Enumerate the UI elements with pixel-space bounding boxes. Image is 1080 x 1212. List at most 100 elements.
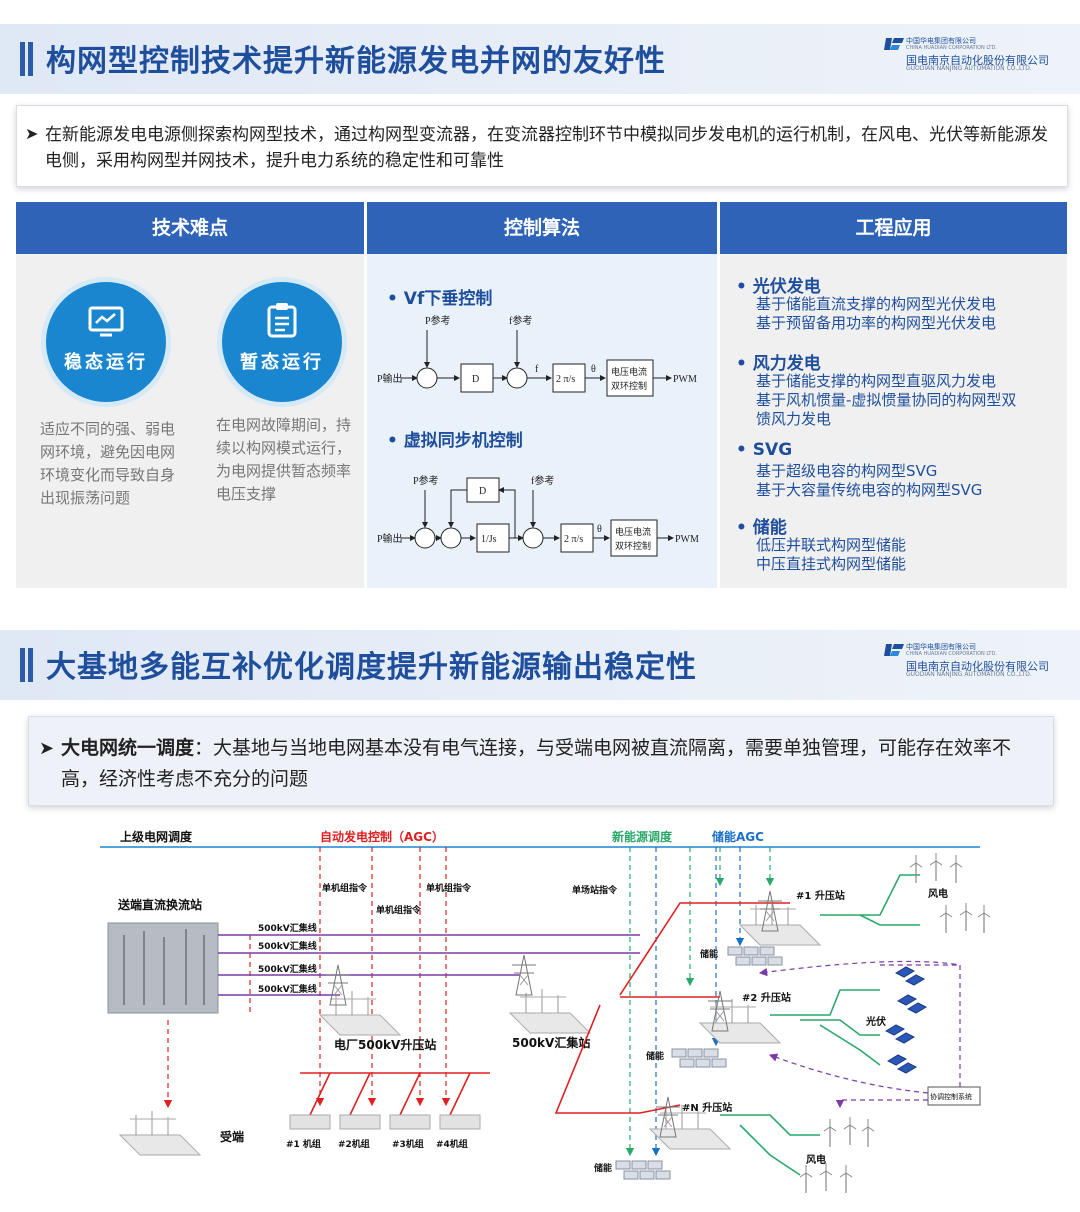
app-svg-item-2: 基于大容量传统电容的构网型SVG [756,481,983,499]
app-wind-item-2: 基于风机惯量-虚拟惯量协同的构网型双 [756,391,1017,409]
steady-state-badge: 稳态运行 [46,282,166,402]
section1-title-bar: 构网型控制技术提升新能源发电并网的友好性 中国华电集团有限公司 CHINA HU… [0,24,1080,94]
step-up-2-icon [699,998,781,1044]
wind-turbine-icon [861,1118,875,1148]
column-header-applications: 工程应用 [720,202,1067,254]
vf-control-block-label: 电压电流 [611,366,647,377]
bus-line-label-1: 500kV汇集线 [258,922,317,934]
wind-turbine-icon [959,902,973,932]
dispatch-diagram: 上级电网调度 自动发电控制（AGC） 新能源调度 储能AGC 单机组指令 单机组… [100,829,991,1194]
renewable-feeders [720,874,920,1176]
vsg-pwm-label: PWM [675,534,699,545]
section2-intro-bold: 大电网统一调度 [61,737,195,759]
algorithms-panel: • Vf下垂控制 P输出 P参考 D f参考 f 2 π/s θ 电压电流 双环… [367,254,717,588]
steady-state-label: 稳态运行 [64,352,148,373]
logo-line2: CHINA HUADIAN CORPORATION LTD. [906,651,997,657]
app-wind-item-3: 馈风力发电 [756,410,832,428]
column-header-algorithms: 控制算法 [367,202,717,254]
vf-droop-title: • Vf下垂控制 [387,289,493,309]
logo-mark-icon [884,644,904,656]
bus-line-label-2: 500kV汇集线 [258,940,317,952]
section1-intro-text: 在新能源发电电源侧探索构网型技术，通过构网型变流器，在变流器控制环节中模拟同步发… [45,125,1048,171]
app-wind-item-1: 基于储能支撑的构网型直驱风力发电 [756,372,997,390]
receiver-label: 受端 [220,1129,244,1144]
coordination-system-label: 协调控制系统 [930,1092,972,1101]
unit-label-1: #1 机组 [286,1138,321,1150]
step-up-1-label: #1 升压站 [796,889,845,902]
app-storage-head: • 储能 [736,518,787,538]
logo-line4: GUODIAN NANJING AUTOMATION CO.,LTD. [906,671,1032,678]
solar-panel-icon [897,994,927,1014]
wind-turbine-icon [949,854,963,884]
company-logo: 中国华电集团有限公司 CHINA HUADIAN CORPORATION LTD… [884,36,1054,76]
vsg-title-text: 虚拟同步机控制 [403,431,523,451]
vsg-p-out-label: P输出 [377,532,403,545]
step-up-2-label: #2 升压站 [742,991,791,1004]
vsg-control-block-label-2: 双环控制 [615,540,651,551]
title-mark-icon [20,648,34,682]
unit-command-label-1: 单机组指令 [322,882,368,894]
wind-label-2: 风电 [806,1153,826,1166]
vf-theta-label: θ [591,364,596,375]
section2-intro-box: ➤ 大电网统一调度：大基地与当地电网基本没有电气连接，与受端电网被直流隔离，需要… [28,716,1054,806]
step-up-1-icon [739,900,821,946]
app-wind-head: • 风力发电 [736,354,821,374]
clipboard-icon [267,303,297,338]
plant-substation-icon [319,990,401,1036]
app-svg-item-1: 基于超级电容的构网型SVG [756,462,938,480]
converter-station-label: 送端直流换流站 [117,897,202,912]
logo-line2: CHINA HUADIAN CORPORATION LTD. [906,45,997,51]
converter-station-equipment [123,929,205,1005]
bullet-arrow-icon: ➤ [39,738,55,759]
wind-label-1: 风电 [928,887,948,900]
wind-turbine-icon [929,852,943,882]
generator-feeders [300,1072,490,1116]
wind-turbine-icon [843,1116,857,1146]
vf-p-out-label: P输出 [377,372,403,385]
coordination-system-box [927,1086,981,1106]
logo-mark-icon [884,38,904,50]
collect-station-label: 500kV汇集站 [512,1035,590,1050]
app-pv-head-text: 光伏发电 [752,277,821,297]
steady-state-description: 适应不同的强、弱电网环境，避免因电网环境变化而导致自身出现振荡问题 [40,420,176,507]
transient-badge: 暂态运行 [222,282,342,402]
wind-turbine-icon [977,904,991,934]
storage-2-icon [671,1048,727,1068]
converter-station-image [107,922,219,1014]
section1-title: 构网型控制技术提升新能源发电并网的友好性 [46,44,666,79]
vf-integrator-block: 2 π/s [556,374,575,385]
bullet-arrow-icon: ➤ [25,124,39,143]
station-command-label: 单场站指令 [572,884,618,896]
solar-panel-icon [885,1024,915,1044]
logo-line3: 国电南京自动化股份有限公司 [906,660,1049,673]
new-energy-command-lines [625,847,775,1157]
logo-line4: GUODIAN NANJING AUTOMATION CO.,LTD. [906,65,1032,72]
collect-substation-icon [509,988,591,1034]
unit-label-2: #2机组 [338,1138,370,1150]
solar-panel-icon [887,1054,917,1074]
vf-f-star-label: f参考 [509,314,532,327]
app-svg-head-text: SVG [752,440,793,460]
bus-lines [218,934,640,996]
monitor-chart-icon [88,306,124,337]
vsg-inertia-block: 1/Js [481,534,497,545]
wind-turbine-icon [823,1118,837,1148]
section2-title-bar: 大基地多能互补优化调度提升新能源输出稳定性 中国华电集团有限公司 CHINA H… [0,630,1080,700]
vsg-f-star-label: f参考 [531,474,554,487]
step-up-n-label: #N 升压站 [682,1101,732,1114]
vf-pwm-label: PWM [673,374,697,385]
storage-label-2: 储能 [646,1050,664,1062]
logo-line1: 中国华电集团有限公司 [906,643,976,651]
unit-label-3: #3机组 [392,1138,424,1150]
vf-p-star-label: P参考 [425,314,451,327]
wind-turbine-icon [799,1164,813,1194]
unit-command-label-2: 单机组指令 [376,904,422,916]
section1-intro-box: ➤ 在新能源发电电源侧探索构网型技术，通过构网型变流器，在变流器控制环节中模拟同… [16,105,1068,187]
new-energy-dispatch-label: 新能源调度 [612,829,673,844]
app-storage-item-2: 中压直挂式构网型储能 [756,555,907,573]
app-storage-item-1: 低压并联式构网型储能 [756,536,907,554]
storage-label-1: 储能 [700,948,718,960]
vsg-theta-label: θ [597,524,602,535]
vsg-control-block-label: 电压电流 [615,526,651,537]
vf-droop-title-text: Vf下垂控制 [403,289,493,309]
